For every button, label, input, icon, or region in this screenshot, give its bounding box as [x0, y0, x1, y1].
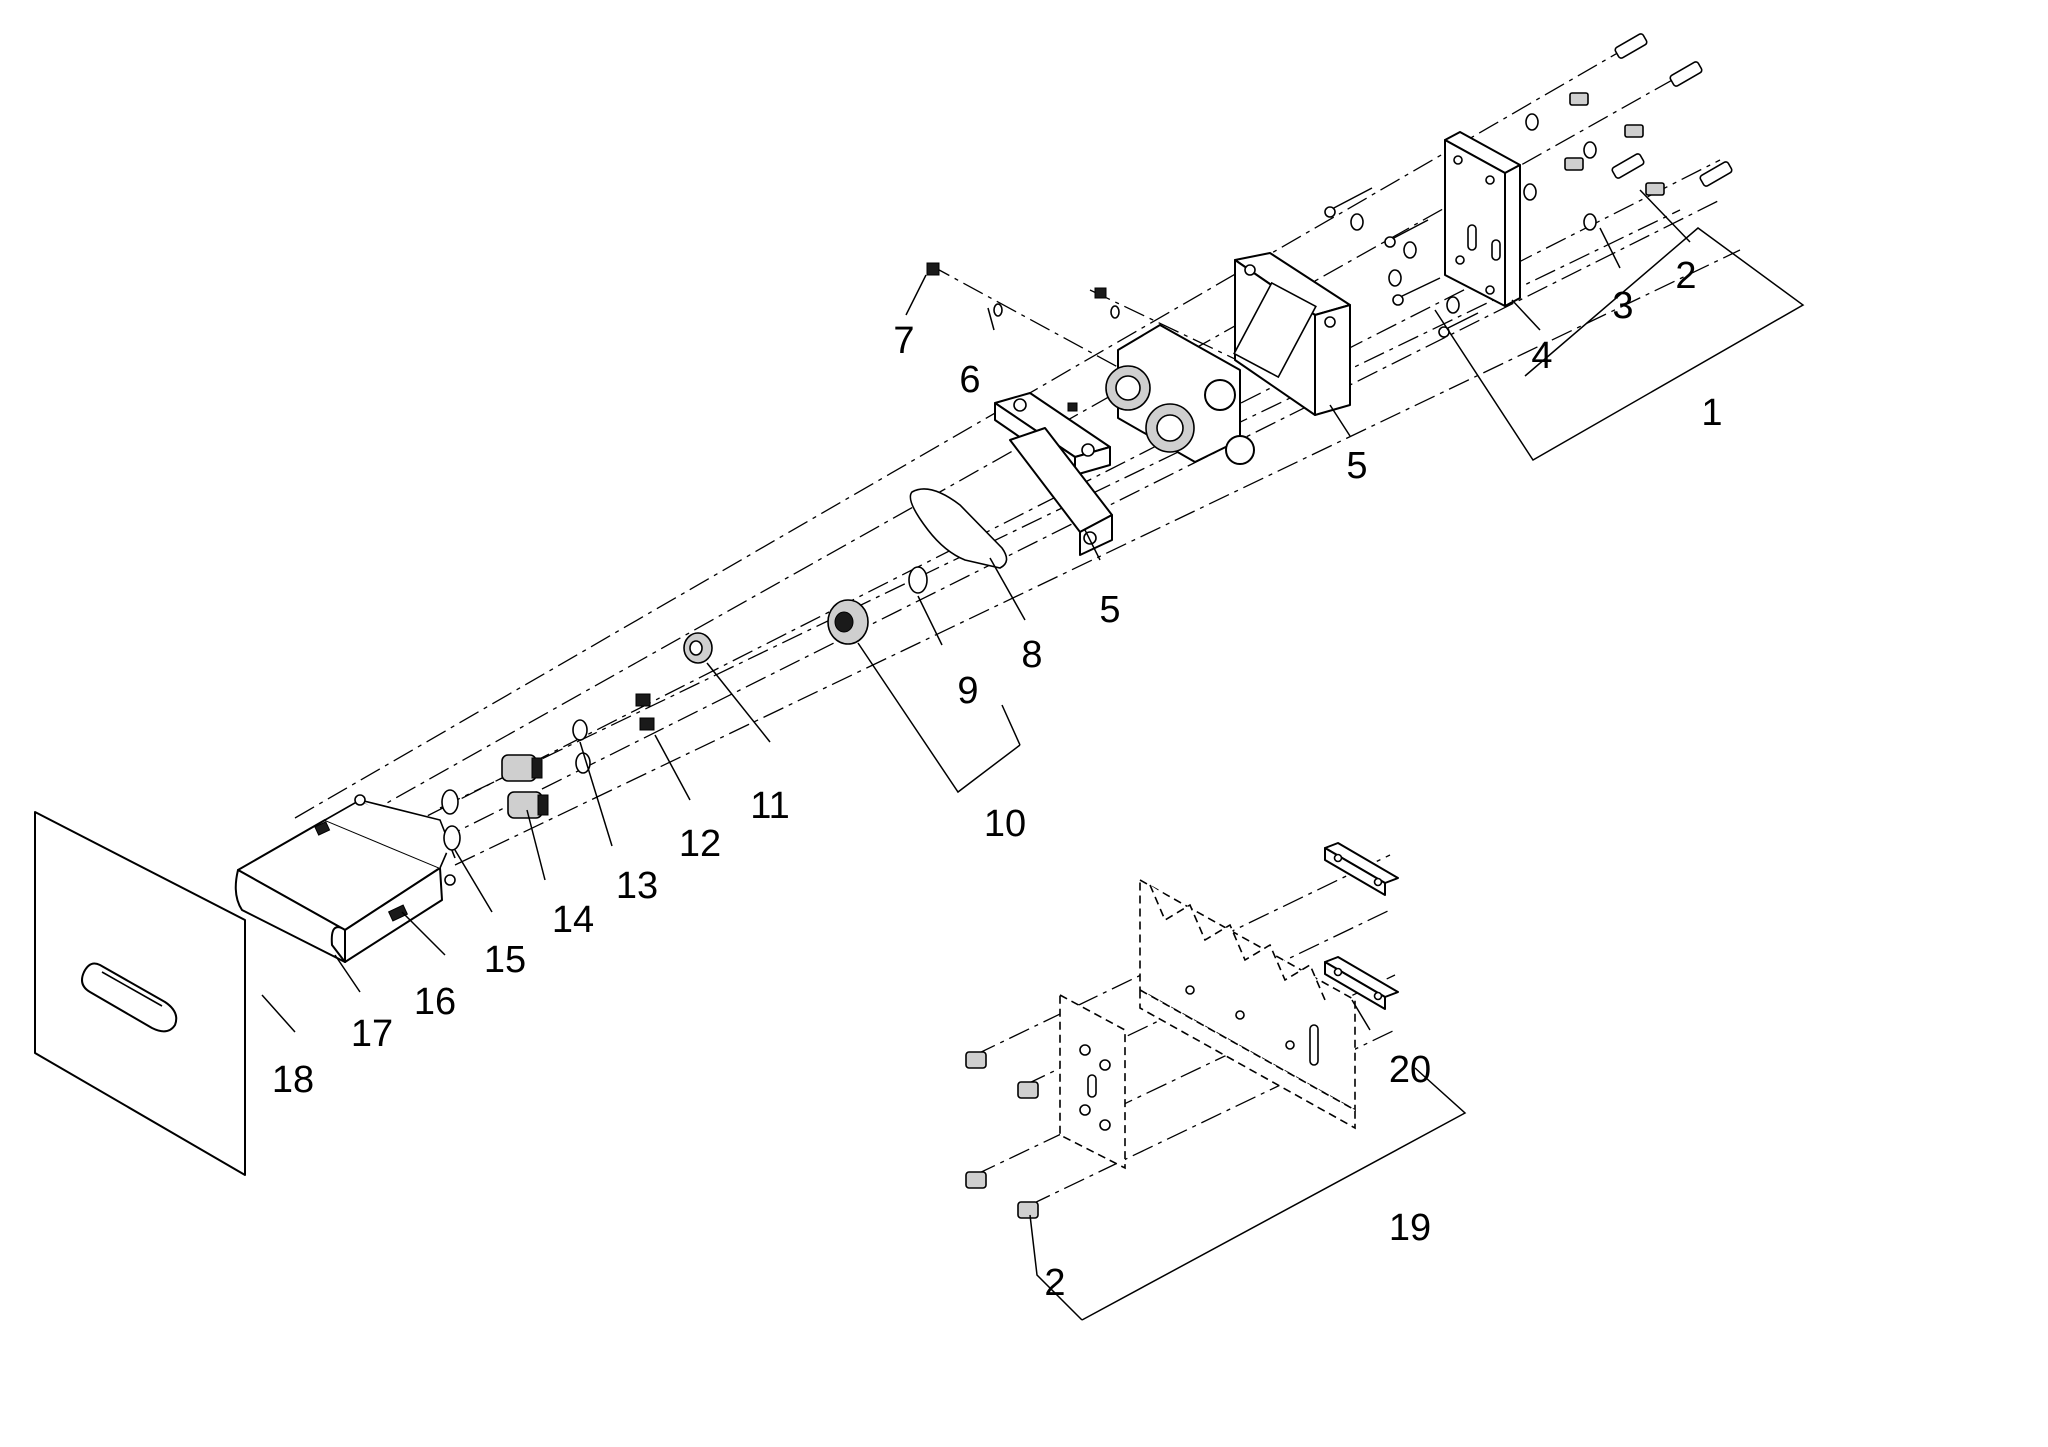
o-rings-13 [572, 719, 591, 774]
adapter-11 [683, 632, 713, 664]
wall-plugs-1 [1611, 33, 1733, 187]
screws-2-lower [965, 1051, 1039, 1219]
screw-16 [314, 821, 409, 922]
filters-12 [635, 693, 655, 731]
leader-lines [261, 189, 1805, 1321]
callout-7: 7 [893, 320, 914, 362]
gasket-8 [909, 488, 1008, 569]
seal-ring-9 [908, 566, 928, 594]
callout-4: 4 [1531, 335, 1552, 377]
installation-frame-19 [1059, 878, 1356, 1170]
callout-13: 13 [616, 865, 658, 907]
callout-6: 6 [959, 359, 980, 401]
washer-6 [993, 303, 1120, 319]
valve-body [1067, 324, 1255, 465]
cartridge-10 [827, 599, 869, 645]
callout-14: 14 [552, 899, 594, 941]
callout-5-front: 5 [1099, 589, 1120, 631]
callout-8: 8 [1021, 634, 1042, 676]
callout-12: 12 [679, 823, 721, 865]
bracket-5-rear [1233, 252, 1351, 416]
callout-16: 16 [414, 981, 456, 1023]
callout-2: 2 [1675, 255, 1696, 297]
mounting-plate-4 [1444, 131, 1521, 307]
callout-19: 19 [1389, 1207, 1431, 1249]
callout-5-rear: 5 [1346, 445, 1367, 487]
electronic-module-17 [234, 794, 456, 963]
o-rings-15 [441, 789, 461, 851]
callout-2-lower: 2 [1044, 1262, 1065, 1304]
callout-labels: 1 2 3 4 5 5 6 7 8 9 10 11 12 13 14 15 16… [272, 255, 1723, 1304]
bracket-5-front [994, 392, 1113, 556]
callout-3: 3 [1612, 285, 1633, 327]
screws-2 [1564, 92, 1665, 196]
callout-17: 17 [351, 1013, 393, 1055]
callout-18: 18 [272, 1059, 314, 1101]
callout-11: 11 [750, 785, 789, 827]
cover-plate-18 [34, 811, 246, 1176]
callout-10: 10 [984, 803, 1026, 845]
long-screws-1 [1324, 187, 1479, 338]
callout-9: 9 [957, 670, 978, 712]
washers-3 [1350, 113, 1597, 314]
plug-7 [926, 262, 1107, 299]
fittings-14 [501, 754, 549, 819]
rails-20 [1324, 842, 1399, 1010]
callout-1: 1 [1701, 392, 1722, 434]
callout-20: 20 [1389, 1049, 1431, 1091]
callout-15: 15 [484, 939, 526, 981]
